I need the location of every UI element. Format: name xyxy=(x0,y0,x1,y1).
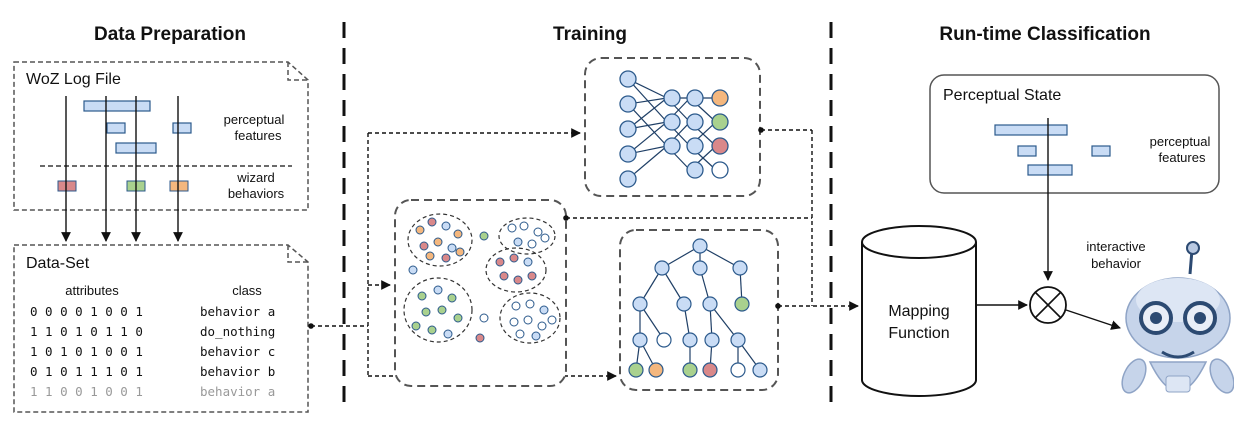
attributes-header: attributes xyxy=(65,283,119,298)
section-title-runtime: Run-time Classification xyxy=(939,24,1150,45)
tree-node xyxy=(682,332,698,348)
robot-icon xyxy=(1121,241,1234,394)
dataset-row-class: behavior a xyxy=(200,384,275,399)
tree-leaf xyxy=(730,362,746,378)
nn-node xyxy=(619,170,637,188)
mapping-label-1: Mapping xyxy=(888,303,949,320)
section-title-data-preparation: Data Preparation xyxy=(94,24,246,45)
tree-leaf xyxy=(752,362,768,378)
models-to-mapping-connector xyxy=(563,127,859,311)
dataset-row-bits: 0 0 0 0 1 0 0 1 xyxy=(30,304,143,319)
perceptual-label-2: features xyxy=(235,128,282,143)
nn-node xyxy=(619,95,637,113)
tree-leaf xyxy=(734,296,750,312)
tree-node xyxy=(692,238,708,254)
dataset-row-class: behavior c xyxy=(200,344,275,359)
tree-node xyxy=(702,296,718,312)
tree-leaf xyxy=(656,332,672,348)
dataset-row-bits: 1 0 1 0 1 0 0 1 xyxy=(30,344,143,359)
dataset-row-class: behavior b xyxy=(200,364,275,379)
interactive-label-2: behavior xyxy=(1091,256,1142,271)
section-title-training: Training xyxy=(553,24,627,45)
dataset-row-class: behavior a xyxy=(200,304,275,319)
nn-node xyxy=(663,113,681,131)
clustering-model xyxy=(394,199,567,387)
nn-output-node xyxy=(711,113,729,131)
nn-node xyxy=(686,161,704,179)
tree-leaf xyxy=(702,362,718,378)
nn-node xyxy=(686,113,704,131)
decision-tree-model xyxy=(619,229,779,391)
dataset-row-class: do_nothing xyxy=(200,324,275,339)
dataset-title: Data-Set xyxy=(26,255,90,272)
wizard-label-2: behaviors xyxy=(228,186,285,201)
nn-output-node xyxy=(711,161,729,179)
dataset-box: Data-Set attributes class 0 0 0 0 1 0 0 … xyxy=(13,244,309,413)
tree-node xyxy=(732,260,748,276)
tree-node xyxy=(632,332,648,348)
log-file-title: WoZ Log File xyxy=(26,71,121,88)
nn-output-node xyxy=(711,137,729,155)
interactive-label-1: interactive xyxy=(1086,239,1145,254)
tree-leaf xyxy=(628,362,644,378)
nn-node xyxy=(686,137,704,155)
dataset-to-training-connector xyxy=(308,128,617,381)
dataset-row-bits: 1 1 0 0 1 0 0 1 xyxy=(30,384,143,399)
perceptual-state-title: Perceptual State xyxy=(943,87,1061,104)
dataset-row-bits: 0 1 0 1 1 1 0 1 xyxy=(30,364,143,379)
nn-node xyxy=(619,120,637,138)
nn-node xyxy=(663,137,681,155)
nn-node xyxy=(686,89,704,107)
wizard-label-1: wizard xyxy=(236,170,275,185)
tree-node xyxy=(730,332,746,348)
tree-node xyxy=(654,260,670,276)
nn-node xyxy=(663,89,681,107)
mapping-function-cylinder: Mapping Function xyxy=(861,225,977,397)
mapping-label-2: Function xyxy=(888,325,949,342)
combiner-symbol xyxy=(1029,286,1067,324)
perceptual-label-1: perceptual xyxy=(224,112,285,127)
tree-node xyxy=(632,296,648,312)
perceptual-label-1: perceptual xyxy=(1150,134,1211,149)
tree-leaf xyxy=(682,362,698,378)
perceptual-state-box: Perceptual State perceptual features xyxy=(929,74,1220,281)
perceptual-label-2: features xyxy=(1159,150,1206,165)
tree-node xyxy=(692,260,708,276)
neural-network-model xyxy=(584,57,761,197)
log-file-box: WoZ Log File perceptual features wizard … xyxy=(13,61,309,242)
nn-output-node xyxy=(711,89,729,107)
class-header: class xyxy=(232,283,262,298)
nn-node xyxy=(619,70,637,88)
dataset-row-bits: 1 1 0 1 0 1 1 0 xyxy=(30,324,143,339)
tree-leaf xyxy=(648,362,664,378)
tree-node xyxy=(704,332,720,348)
tree-node xyxy=(676,296,692,312)
nn-node xyxy=(619,145,637,163)
combiner-to-robot-arrow xyxy=(1065,309,1121,330)
